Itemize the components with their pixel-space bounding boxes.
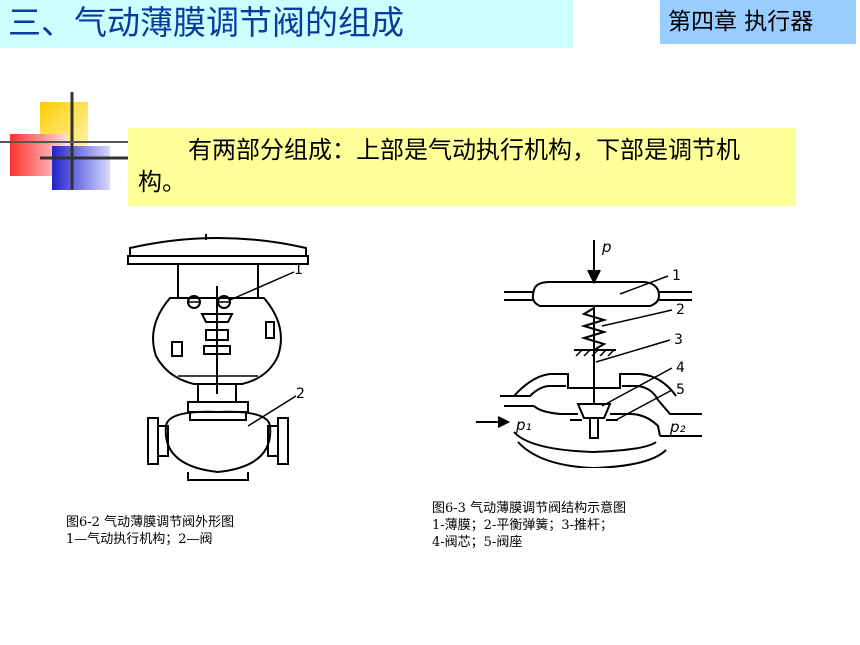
fig2-label-4: 4 [676, 360, 685, 376]
figure1-caption-legend: 1—气动执行机构；2—阀 [66, 532, 213, 547]
figure2-caption-title: 图6-3 气动薄膜调节阀结构示意图 [432, 501, 627, 516]
fig1-label-2: 2 [296, 386, 305, 402]
fig2-label-5: 5 [676, 382, 685, 398]
figure2-caption: 图6-3 气动薄膜调节阀结构示意图 1-薄膜；2-平衡弹簧；3-推杆； 4-阀芯… [432, 500, 626, 551]
valve-structure-figure: p p₁ p₂ 1 2 3 4 5 [476, 238, 702, 468]
label-p2: p₂ [669, 418, 686, 436]
fig2-label-2: 2 [676, 302, 685, 318]
chapter-badge: 第四章 执行器 [660, 0, 856, 44]
label-p: p [601, 238, 612, 256]
figure1-caption-title: 图6-2 气动薄膜调节阀外形图 [66, 515, 235, 530]
intro-box: 有两部分组成：上部是气动执行机构，下部是调节机构。 [128, 128, 796, 206]
page-title: 三、气动薄膜调节阀的组成 [8, 3, 404, 42]
figure1-caption: 图6-2 气动薄膜调节阀外形图 1—气动执行机构；2—阀 [66, 514, 234, 548]
figure2-caption-legend-2: 4-阀芯；5-阀座 [432, 535, 523, 550]
fig2-label-3: 3 [674, 332, 683, 348]
chapter-label: 第四章 执行器 [668, 9, 814, 35]
figure2-caption-legend-1: 1-薄膜；2-平衡弹簧；3-推杆； [432, 518, 613, 533]
fig1-label-1: 1 [294, 262, 303, 278]
valve-external-figure: 1 2 [127, 234, 309, 481]
intro-text: 有两部分组成：上部是气动执行机构，下部是调节机构。 [138, 136, 740, 196]
fig2-label-1: 1 [672, 268, 681, 284]
title-bar: 三、气动薄膜调节阀的组成 [0, 0, 573, 48]
decorative-squares-icon [0, 92, 130, 190]
label-p1: p₁ [515, 416, 532, 434]
